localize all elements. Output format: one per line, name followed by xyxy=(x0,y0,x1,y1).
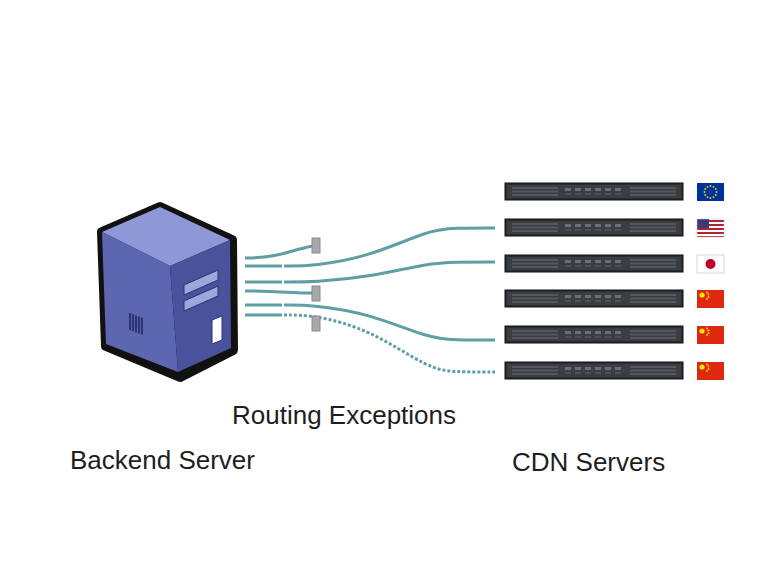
network-cable xyxy=(284,315,495,372)
rack-server xyxy=(505,362,683,379)
rack-server xyxy=(505,219,683,236)
node-label: CDN Servers xyxy=(512,447,739,477)
china-flag xyxy=(697,326,724,344)
network-cable xyxy=(284,228,495,266)
china-flag xyxy=(697,362,724,380)
cdn-rack-servers xyxy=(505,183,683,379)
block-marker xyxy=(312,286,320,301)
backend-server-node: Backend Server xyxy=(70,195,284,475)
server-icon xyxy=(102,207,233,377)
blocked-cable xyxy=(245,246,313,258)
network-cable xyxy=(284,262,495,282)
block-marker xyxy=(312,238,320,253)
rack-server xyxy=(505,326,683,343)
rack-server xyxy=(505,183,683,200)
network-cable xyxy=(284,305,495,340)
block-marker xyxy=(312,316,320,331)
route-blocks xyxy=(312,238,320,331)
node-label: Backend Server xyxy=(70,445,284,475)
rack-server xyxy=(505,255,683,272)
us-flag xyxy=(697,219,724,237)
rack-server xyxy=(505,290,683,307)
japan-flag xyxy=(697,255,724,273)
cable-stubs xyxy=(245,246,313,315)
annotation-label: Routing Exceptions xyxy=(232,400,456,430)
eu-flag xyxy=(697,183,724,201)
country-flags xyxy=(697,183,724,380)
blocked-cable xyxy=(245,291,313,293)
cdn-servers-node: CDN Servers xyxy=(495,170,739,477)
china-flag xyxy=(697,290,724,308)
